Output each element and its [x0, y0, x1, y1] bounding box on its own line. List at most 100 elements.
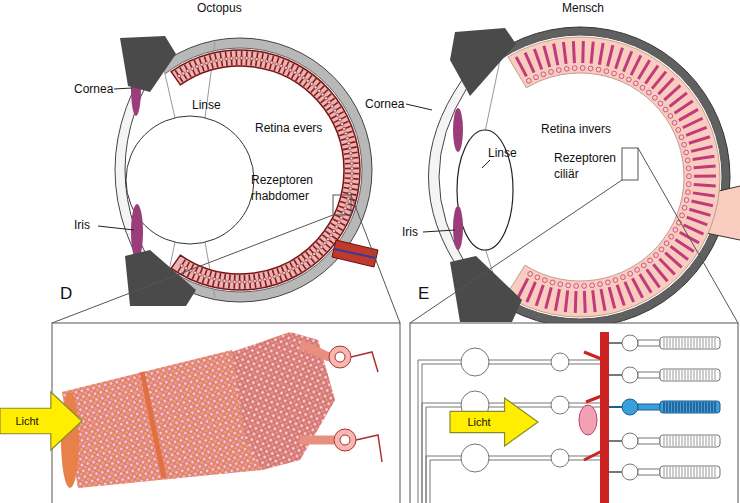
receptor-cell [245, 51, 247, 65]
receptor-nucleus [646, 90, 651, 95]
receptor-nucleus [564, 66, 569, 71]
receptor-nucleus [210, 60, 213, 63]
receptor-cell [344, 188, 358, 190]
receptor-nucleus [658, 101, 663, 106]
receptor-nucleus [685, 158, 690, 163]
cell-soma [329, 346, 351, 368]
part-label: Linse [192, 97, 221, 113]
zoom-line [410, 180, 622, 323]
disc [715, 338, 716, 348]
receptor-cell [180, 67, 187, 79]
receptor-nucleus [316, 249, 319, 252]
receptor-nucleus [337, 221, 340, 224]
receptor-nucleus [673, 227, 678, 232]
zoom-line [638, 148, 738, 323]
disc [673, 436, 674, 446]
receptor-cell [202, 270, 206, 283]
receptor-nucleus [605, 280, 610, 285]
receptor-nucleus [223, 279, 226, 282]
receptor-cell [518, 278, 528, 298]
disc [709, 402, 710, 412]
disc [694, 467, 695, 477]
bipolar-cell [551, 449, 569, 467]
receptor-nucleus [310, 82, 313, 85]
receptor-nucleus [654, 253, 659, 258]
receptor-nucleus [680, 213, 685, 218]
leader-line [423, 230, 455, 232]
receptor-cell [593, 290, 595, 312]
disc [703, 338, 704, 348]
receptor-cell [342, 142, 356, 145]
disc [706, 436, 707, 446]
disc [670, 402, 671, 412]
disc [706, 467, 707, 477]
disc [664, 370, 665, 380]
part-label: Retina evers [255, 120, 322, 136]
receptor-nucleus [326, 238, 329, 241]
disc [676, 370, 677, 380]
receptor-nucleus [664, 241, 669, 246]
receptor-nucleus [333, 109, 336, 112]
receptor-nucleus [542, 278, 547, 283]
optic-nerve-vessel [334, 249, 376, 258]
human-eye [406, 22, 740, 332]
glia-branch [584, 450, 604, 460]
arrow-label: Licht [0, 392, 54, 450]
receptor-nucleus [238, 280, 241, 283]
receptor-nucleus [184, 267, 187, 270]
receptor-nucleus [314, 86, 317, 89]
receptor-nucleus [684, 198, 689, 203]
receptor-cell [616, 48, 623, 69]
receptor-nucleus [672, 120, 677, 125]
receptor-terminal [609, 342, 622, 344]
receptor-nucleus [289, 68, 292, 71]
receptor-nucleus [208, 276, 211, 279]
receptor-cell [574, 291, 578, 313]
cell-body [300, 436, 334, 445]
receptor-cell [563, 42, 566, 64]
receptor-cell [638, 60, 649, 79]
receptor-cell [331, 112, 343, 119]
receptor-cell [534, 49, 541, 70]
receptor-cell [632, 278, 642, 298]
panel-title: Mensch [562, 0, 604, 16]
leader-line [114, 88, 132, 89]
cell-body [300, 345, 330, 357]
part-label: Cornea [74, 81, 113, 97]
receptor-nucleus [328, 101, 331, 104]
receptor-nucleus [345, 202, 348, 205]
receptor-nucleus [203, 275, 206, 278]
disc [694, 402, 695, 412]
receptor-nucleus [640, 85, 645, 90]
receptor-nucleus [663, 107, 668, 112]
disc [709, 467, 710, 477]
disc [700, 436, 701, 446]
receptor-nucleus [195, 65, 198, 68]
receptor-cell [263, 272, 266, 286]
part-label: Cornea [365, 96, 404, 112]
receptor-nucleus [349, 187, 352, 190]
receptor-cell [671, 246, 688, 259]
receptor-cell [573, 41, 574, 63]
receptor-cell [249, 275, 250, 289]
receptor-cell [265, 54, 268, 68]
neuron-process [426, 456, 461, 503]
receptor-cell [339, 206, 352, 211]
receptor-nucleus [342, 211, 345, 214]
receptor-nucleus [556, 68, 561, 73]
receptor-nucleus [215, 59, 218, 62]
receptor-nucleus [348, 147, 351, 150]
receptor-nucleus [278, 273, 281, 276]
iris [131, 204, 143, 260]
receptor-soma [622, 335, 638, 351]
part-label: Rezeptoren rhabdomer [251, 172, 329, 204]
receptor-cell [319, 239, 330, 248]
disc [691, 402, 692, 412]
receptor-cell [251, 52, 252, 66]
part-label: Rezeptoren ciliär [554, 150, 622, 182]
receptor-nucleus [182, 72, 185, 75]
receptor-nucleus [312, 252, 315, 255]
panel-title: Octopus [197, 0, 242, 16]
receptor-nucleus [260, 59, 263, 62]
